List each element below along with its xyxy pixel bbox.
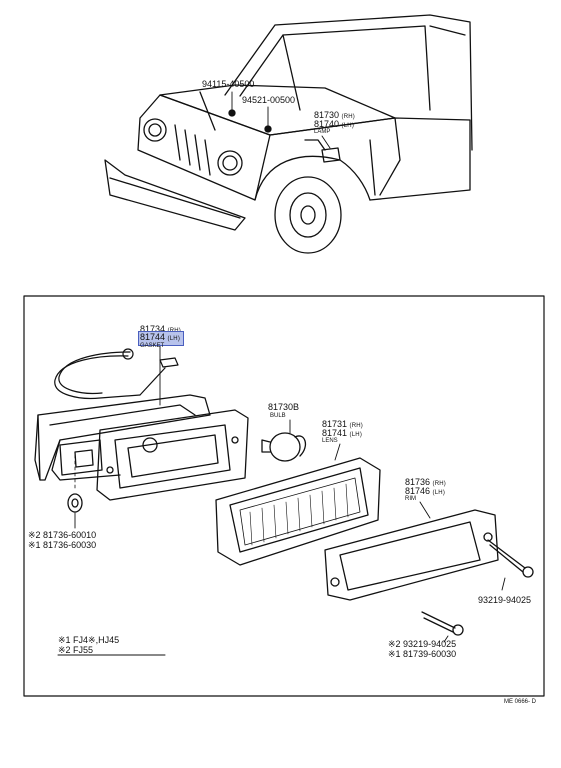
callout-gasket-lh-side: (LH) bbox=[167, 336, 181, 342]
screw-bottom-drawing bbox=[421, 611, 464, 636]
callout-lens-lh-number: 81741 bbox=[322, 428, 348, 438]
callout-lens-rh-number: 81731 bbox=[322, 419, 348, 429]
callout-gasket-rh-number: 81734 bbox=[140, 324, 166, 334]
callout-screw-right: 93219-94025 bbox=[478, 595, 532, 605]
callout-grommet-line2: ※1 81736-60030 bbox=[28, 540, 97, 550]
lamp-housing bbox=[34, 394, 211, 481]
callout-screw-bottom-line1: ※2 93219-94025 bbox=[388, 639, 457, 649]
callout-rim-lh-side: (LH) bbox=[432, 490, 446, 496]
callout-lamp-rh: 81730 (RH) bbox=[314, 111, 355, 122]
callout-gasket-rh: 81734 (RH) bbox=[140, 325, 181, 336]
callout-rim-rh-side: (RH) bbox=[432, 481, 447, 487]
callout-rim-rh-number: 81736 bbox=[405, 477, 431, 487]
callout-lamp-name: LAMP bbox=[314, 129, 331, 135]
callout-lamp-lh-side: (LH) bbox=[341, 123, 355, 129]
exploded-leader-lines bbox=[74, 344, 506, 643]
callout-gasket-rh-side: (RH) bbox=[167, 328, 182, 334]
callout-lens-lh-side: (LH) bbox=[349, 432, 363, 438]
callout-clip: 94521-00500 bbox=[242, 95, 296, 105]
callout-lamp-rh-number: 81730 bbox=[314, 110, 340, 120]
rim-drawing bbox=[324, 509, 499, 601]
callout-bulb-name: BULB bbox=[270, 413, 286, 419]
callout-rim-lh-number: 81746 bbox=[405, 486, 431, 496]
vehicle-drawing bbox=[104, 14, 473, 254]
callout-fastener: 94115-40500 bbox=[202, 79, 255, 89]
callout-lamp-rh-side: (RH) bbox=[341, 114, 356, 120]
diagram-code: ME 0666- D bbox=[504, 699, 537, 705]
callout-lens-lh: 81741 (LH) bbox=[322, 429, 362, 440]
screw-right-drawing bbox=[487, 539, 534, 578]
callout-gasket-lh-number: 81744 bbox=[140, 332, 166, 342]
legend-line1: ※1 FJ4※,HJ45 bbox=[58, 635, 120, 645]
callout-rim-name: RIM bbox=[405, 496, 416, 502]
grommet-drawing bbox=[67, 454, 83, 513]
lens-drawing bbox=[215, 457, 381, 566]
callout-lens-rh: 81731 (RH) bbox=[322, 420, 363, 431]
callout-screw-bottom-line2: ※1 81739-60030 bbox=[388, 649, 457, 659]
wire-harness bbox=[54, 348, 179, 400]
legend-line2: ※2 FJ55 bbox=[58, 645, 94, 655]
bulb-drawing bbox=[261, 432, 307, 462]
vehicle-leader-lines bbox=[231, 91, 331, 149]
callout-gasket-name: GASKET bbox=[140, 343, 165, 349]
callout-lamp-lh: 81740 (LH) bbox=[314, 120, 354, 131]
callout-rim-lh: 81746 (LH) bbox=[405, 487, 445, 498]
callout-bulb-number: 81730B bbox=[268, 402, 300, 412]
callout-lamp-lh-number: 81740 bbox=[314, 119, 340, 129]
callout-lens-name: LENS bbox=[322, 438, 338, 444]
exploded-view-frame bbox=[23, 295, 545, 697]
gasket-drawing bbox=[96, 409, 249, 501]
callout-rim-rh: 81736 (RH) bbox=[405, 478, 446, 489]
callout-gasket-lh-highlight[interactable]: 81744 (LH) bbox=[137, 331, 185, 346]
callout-grommet-line1: ※2 81736-60010 bbox=[28, 530, 97, 540]
callout-lens-rh-side: (RH) bbox=[349, 423, 364, 429]
